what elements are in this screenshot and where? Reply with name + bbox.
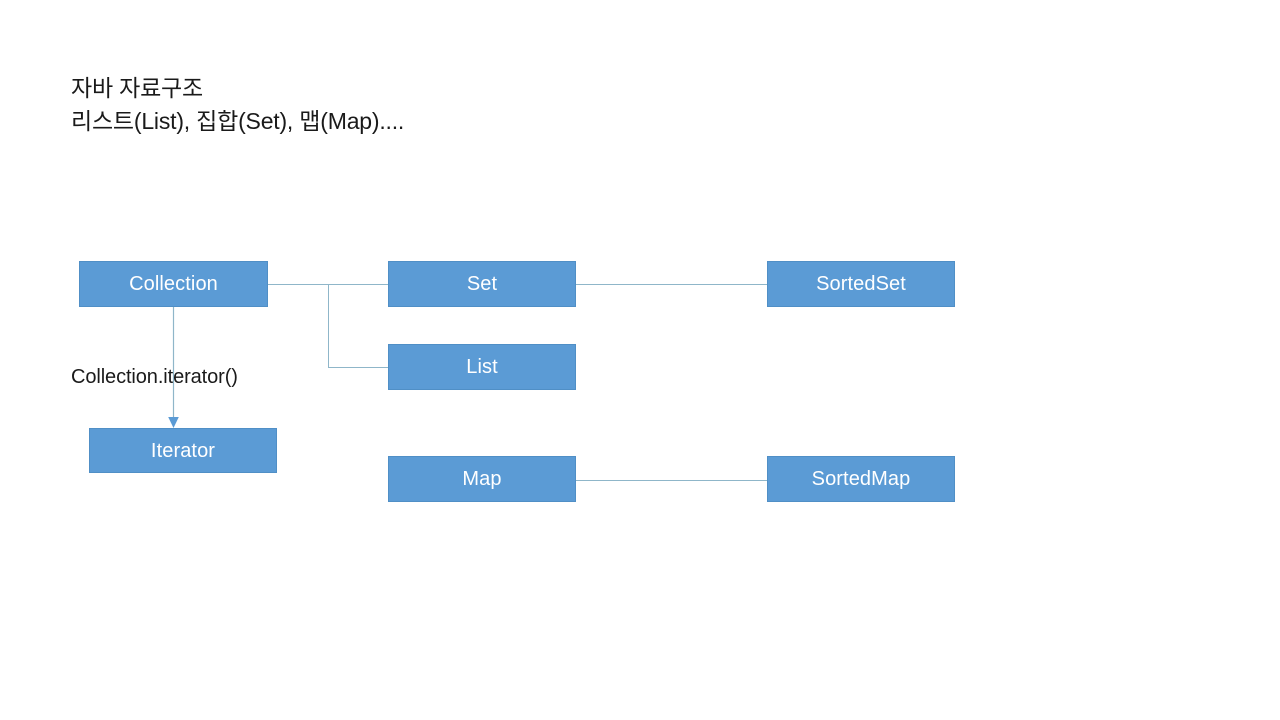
connector-elbow-to-list xyxy=(328,367,389,368)
title-line-1: 자바 자료구조 xyxy=(71,75,203,101)
title-line-2: 리스트(List), 집합(Set), 맵(Map).... xyxy=(71,108,405,134)
node-sortedmap[interactable]: SortedMap xyxy=(767,456,955,502)
connector-map-to-sortedmap xyxy=(576,480,768,481)
node-iterator[interactable]: Iterator xyxy=(89,428,277,473)
node-list[interactable]: List xyxy=(388,344,576,390)
node-set[interactable]: Set xyxy=(388,261,576,307)
arrow-collection-to-iterator xyxy=(166,307,181,429)
label-collection-iterator-call: Collection.iterator() xyxy=(71,366,238,388)
page-title: 자바 자료구조 리스트(List), 집합(Set), 맵(Map).... xyxy=(71,72,771,138)
connector-set-to-sortedset xyxy=(576,284,768,285)
node-sortedset[interactable]: SortedSet xyxy=(767,261,955,307)
node-map[interactable]: Map xyxy=(388,456,576,502)
connector-elbow-vertical xyxy=(328,284,329,368)
node-collection[interactable]: Collection xyxy=(79,261,268,307)
